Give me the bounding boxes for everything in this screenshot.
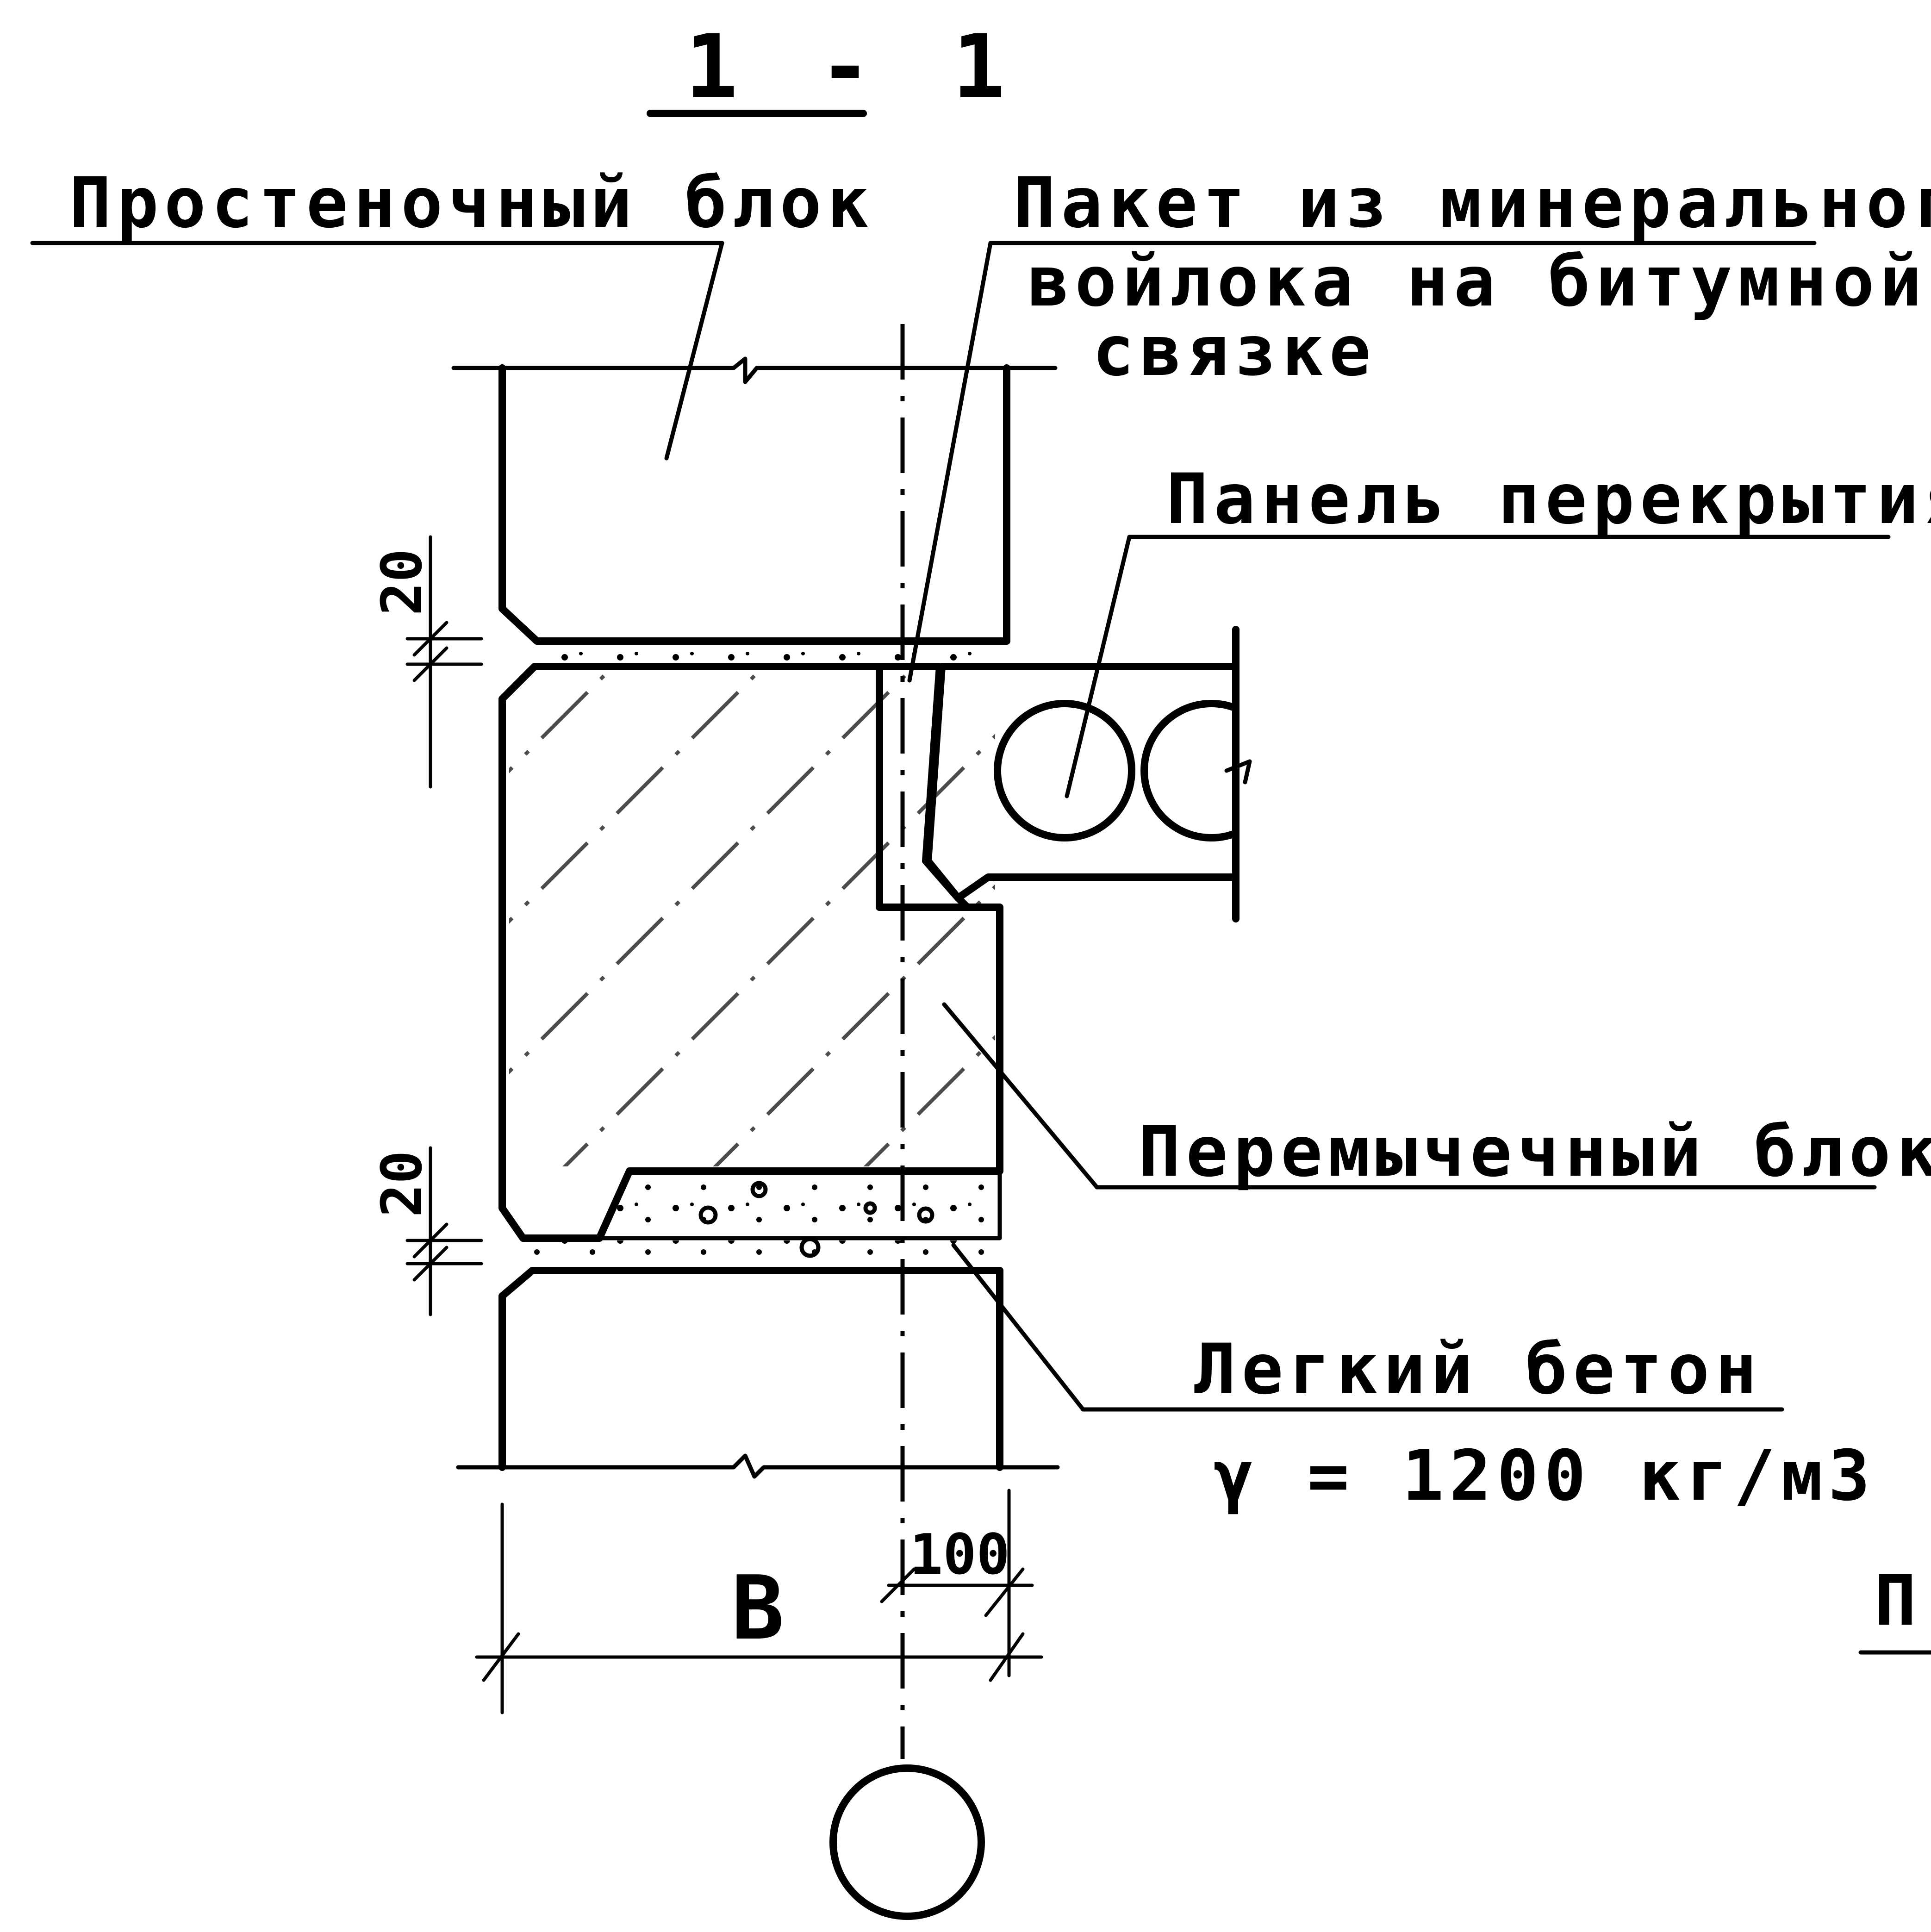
- axis-marker-circle: [829, 1764, 985, 1920]
- dim-offset: [880, 1489, 1034, 1677]
- edge-fragment-label: П: [1875, 1561, 1922, 1641]
- light-concrete-insert: [597, 1169, 1002, 1240]
- bottom-mortar-joint: [532, 1240, 1000, 1266]
- lower-block-break-line: [456, 1453, 1060, 1479]
- floor-panel-label: Панель перекрытия: [1166, 459, 1931, 540]
- dim-top-joint: [405, 535, 483, 789]
- pier-block-leader: [664, 241, 724, 461]
- lintel-block-leader: [942, 1002, 1099, 1190]
- felt-packet-label-line1: Пакет из минерального: [1014, 163, 1931, 243]
- pier-block-break-line: [451, 356, 1058, 384]
- lintel-block-label: Перемычечный блок: [1139, 1112, 1931, 1192]
- pier-block-outline: [498, 364, 1010, 645]
- felt-packet-leader: [907, 241, 993, 683]
- dim-bottom-joint-label: 20: [370, 1151, 435, 1218]
- lintel-dashed-hatch: [509, 671, 995, 1166]
- dim-width-label: В: [731, 1557, 798, 1659]
- light-concrete-leader: [951, 1243, 1085, 1412]
- light-concrete-density: γ = 1200 кг/м3: [1213, 1436, 1875, 1516]
- light-concrete-label: Легкий бетон: [1194, 1329, 1763, 1410]
- felt-packet-label-line2: войлока на битумной: [1028, 242, 1927, 322]
- floor-panel-break-mark: [1224, 759, 1252, 785]
- section-title: 1 - 1: [685, 16, 1019, 118]
- dim-top-joint-label: 20: [370, 549, 435, 616]
- felt-packet-label-line3: связке: [1092, 311, 1377, 392]
- dim-offset-label: 100: [909, 1523, 1010, 1587]
- dim-width: [475, 1502, 1043, 1714]
- floor-panel-leader: [1065, 535, 1132, 798]
- light-concrete-fill: [616, 1180, 995, 1234]
- dim-bottom-joint: [405, 1146, 483, 1316]
- floor-panel-void-1: [994, 700, 1135, 841]
- floor-panel-void-2: [1140, 700, 1240, 841]
- pier-block-label: Простеночный блок: [69, 163, 874, 243]
- lower-block-outline: [498, 1267, 1003, 1471]
- top-mortar-joint: [542, 641, 1004, 662]
